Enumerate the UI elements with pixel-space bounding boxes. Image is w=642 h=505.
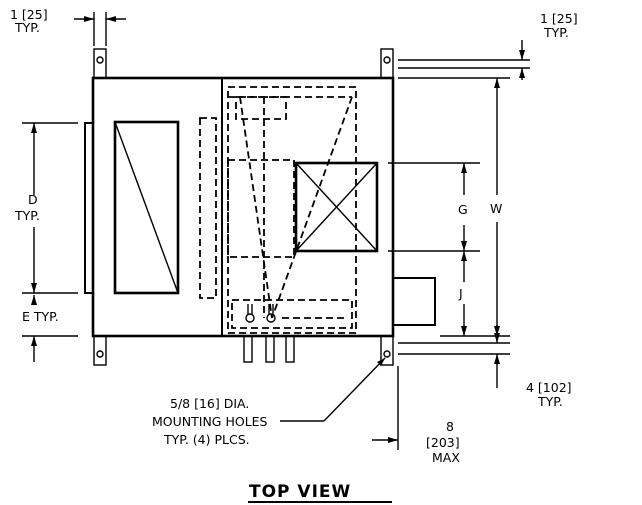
- coil-panel: [113, 120, 180, 295]
- filter-hidden: [199, 117, 217, 299]
- label-max-line2: [203]: [426, 435, 460, 450]
- label-max-line1: 8: [446, 419, 454, 434]
- label-top-right-dim: 1 [25]: [540, 11, 578, 26]
- side-flange: [84, 122, 94, 294]
- unit-cabinet: [91, 76, 395, 338]
- label-bottom-right-typ: TYP.: [537, 394, 563, 409]
- mounting-tab-top-left: [93, 48, 107, 79]
- label-e-typ: E TYP.: [22, 309, 59, 324]
- dim-tab-offset-bottom: [398, 325, 510, 388]
- label-holes-line2: MOUNTING HOLES: [152, 414, 268, 429]
- drawing-title: TOP VIEW: [249, 482, 351, 502]
- dim-tab-width-right: [398, 40, 530, 80]
- label-bottom-right-dim: 4 [102]: [526, 380, 572, 395]
- mounting-tab-top-right: [380, 48, 394, 79]
- label-d-typ: TYP.: [14, 208, 40, 223]
- label-top-right-typ: TYP.: [543, 25, 569, 40]
- supply-opening: [294, 161, 379, 253]
- label-g: G: [458, 202, 468, 217]
- dim-d: [22, 122, 78, 294]
- dim-e: [22, 295, 78, 362]
- holes-leader: [280, 357, 386, 422]
- valve-assembly: [245, 304, 276, 323]
- label-top-left-typ: TYP.: [14, 20, 40, 35]
- label-j: J: [458, 286, 463, 301]
- label-max-line3: MAX: [432, 450, 460, 465]
- label-w: W: [490, 201, 502, 216]
- label-holes-line1: 5/8 [16] DIA.: [170, 396, 249, 411]
- pipe-connections: [243, 335, 295, 363]
- electrical-box: [392, 277, 436, 326]
- dim-g-j: [388, 162, 480, 337]
- label-top-left-dim: 1 [25]: [10, 7, 48, 22]
- mounting-tab-bottom-left: [93, 335, 107, 366]
- dim-max-extension: [372, 366, 399, 450]
- blower-hidden-lines: [227, 86, 357, 334]
- label-d: D: [28, 192, 38, 207]
- dim-tab-width-left: [74, 12, 126, 46]
- dim-w: [398, 77, 510, 337]
- label-holes-line3: TYP. (4) PLCS.: [163, 432, 250, 447]
